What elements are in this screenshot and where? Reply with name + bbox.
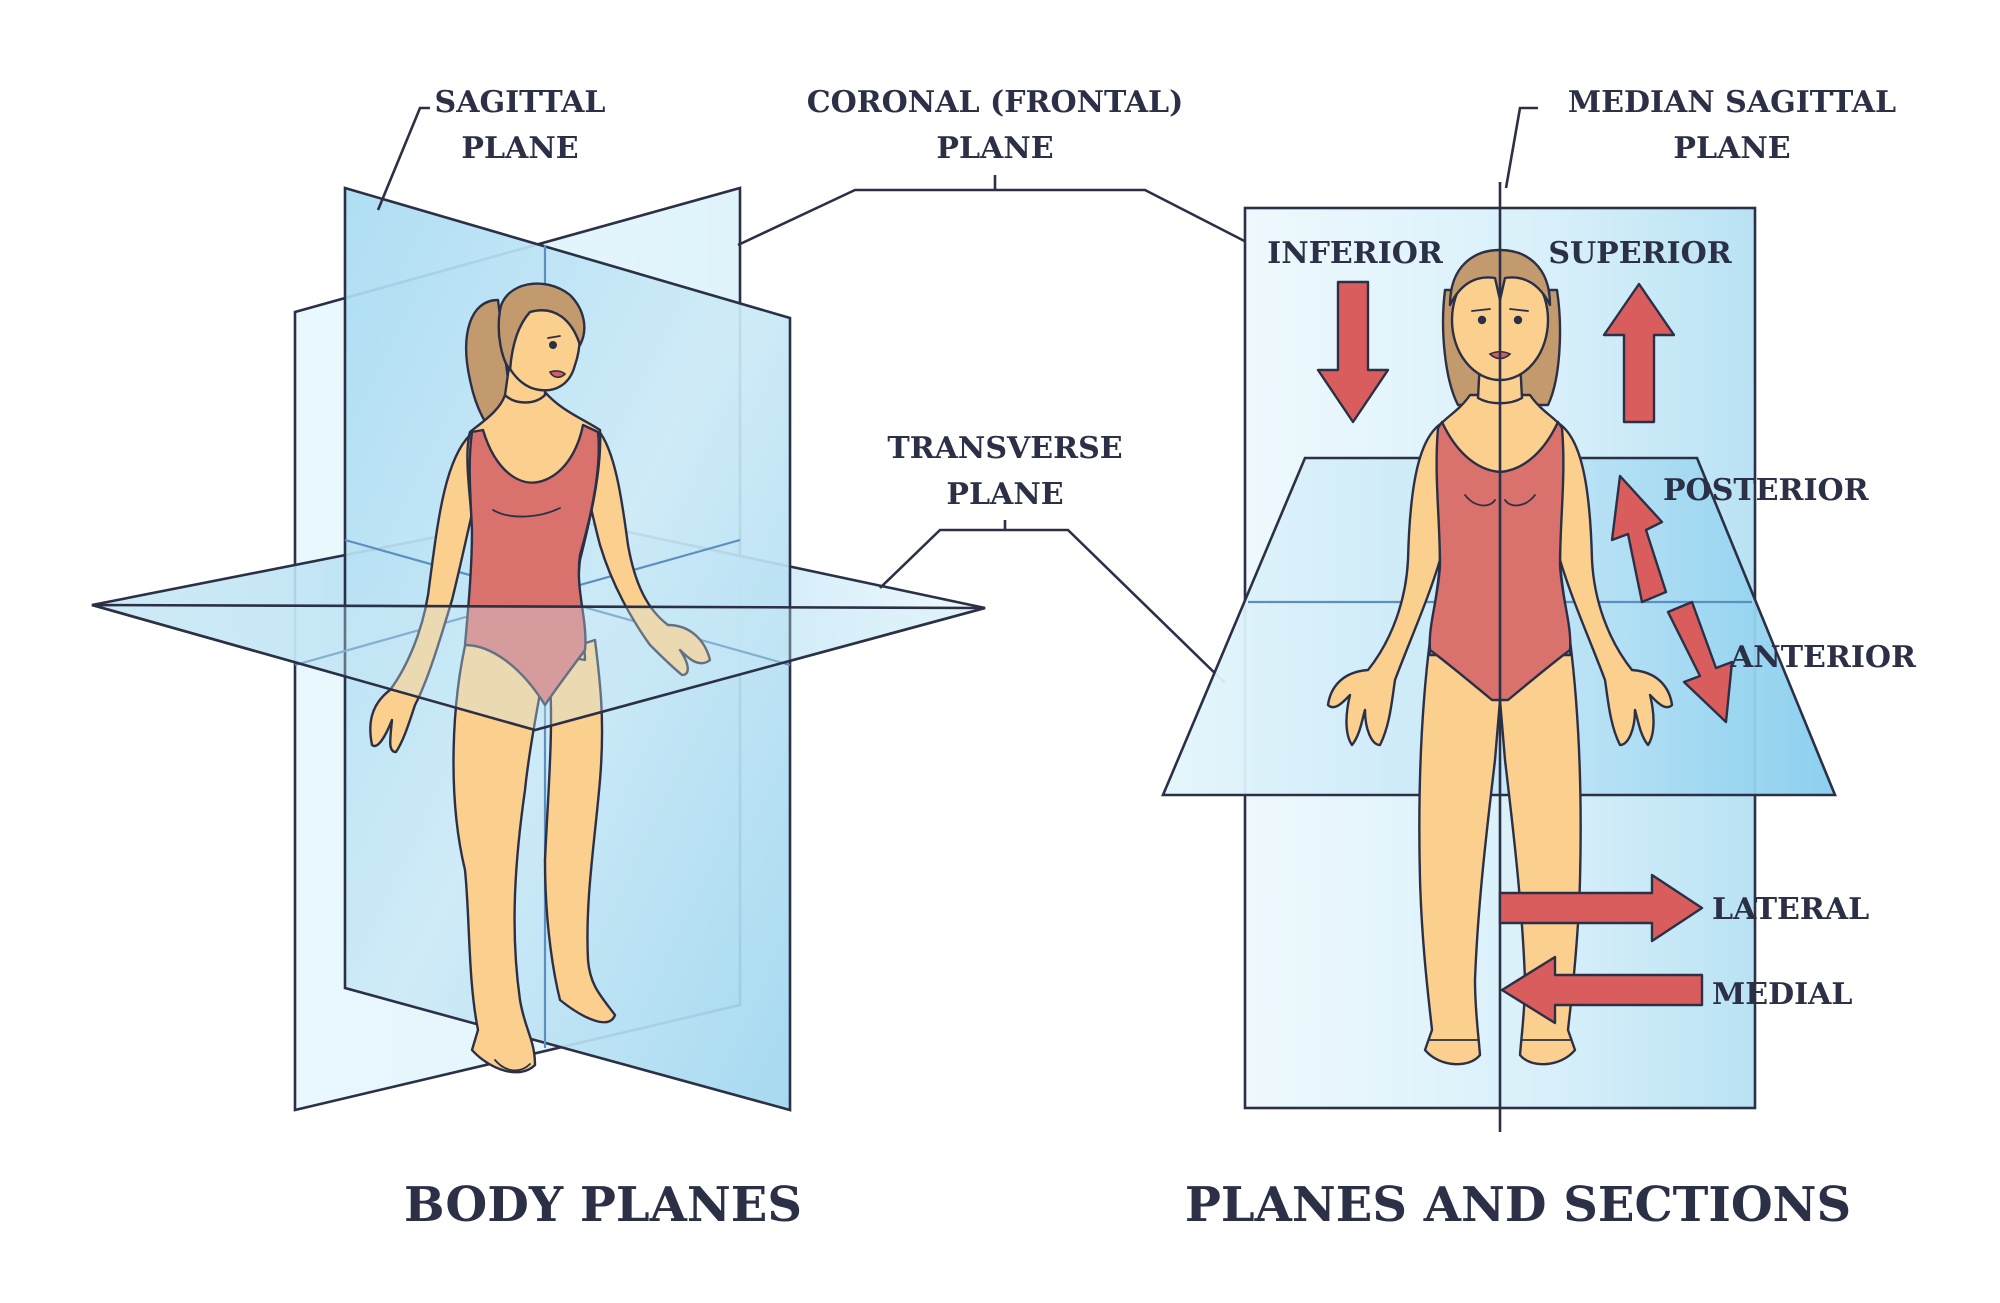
sagittal-label-line2: PLANE [461, 131, 578, 166]
female-figure-left [369, 282, 712, 1074]
transverse-label-line1: TRANSVERSE [887, 431, 1122, 466]
median-sagittal-label-line2: PLANE [1673, 131, 1790, 166]
median-sagittal-plane-label: MEDIAN SAGITTAL PLANE [1504, 85, 1896, 189]
posterior-anterior-arrow-up [1610, 474, 1668, 604]
planes-and-sections-figure [1161, 182, 1837, 1132]
transverse-plane-label: TRANSVERSE PLANE [879, 431, 1226, 684]
lateral-label: LATERAL [1712, 892, 1869, 927]
median-sagittal-label-line1: MEDIAN SAGITTAL [1568, 85, 1896, 120]
superior-arrow [1602, 282, 1676, 424]
coronal-label-line2: PLANE [936, 131, 1053, 166]
body-planes-figure [91, 186, 986, 1112]
planes-and-sections-title: PLANES AND SECTIONS [1185, 1177, 1851, 1233]
inferior-arrow [1316, 280, 1390, 424]
sagittal-label-line1: SAGITTAL [435, 85, 606, 120]
lateral-arrow [1498, 873, 1704, 943]
coronal-label-line1: CORONAL (FRONTAL) [807, 85, 1184, 120]
anterior-label: ANTERIOR [1729, 640, 1917, 675]
medial-arrow [1500, 955, 1704, 1025]
posterior-anterior-arrow-down [1666, 600, 1734, 724]
coronal-plane-label: CORONAL (FRONTAL) PLANE [737, 85, 1263, 252]
superior-label: SUPERIOR [1548, 236, 1732, 271]
posterior-label: POSTERIOR [1663, 473, 1870, 508]
transverse-label-line2: PLANE [946, 477, 1063, 512]
inferior-label: INFERIOR [1267, 236, 1444, 271]
body-planes-title: BODY PLANES [404, 1177, 802, 1233]
sagittal-plane-label: SAGITTAL PLANE [376, 85, 606, 211]
medial-label: MEDIAL [1712, 977, 1853, 1012]
